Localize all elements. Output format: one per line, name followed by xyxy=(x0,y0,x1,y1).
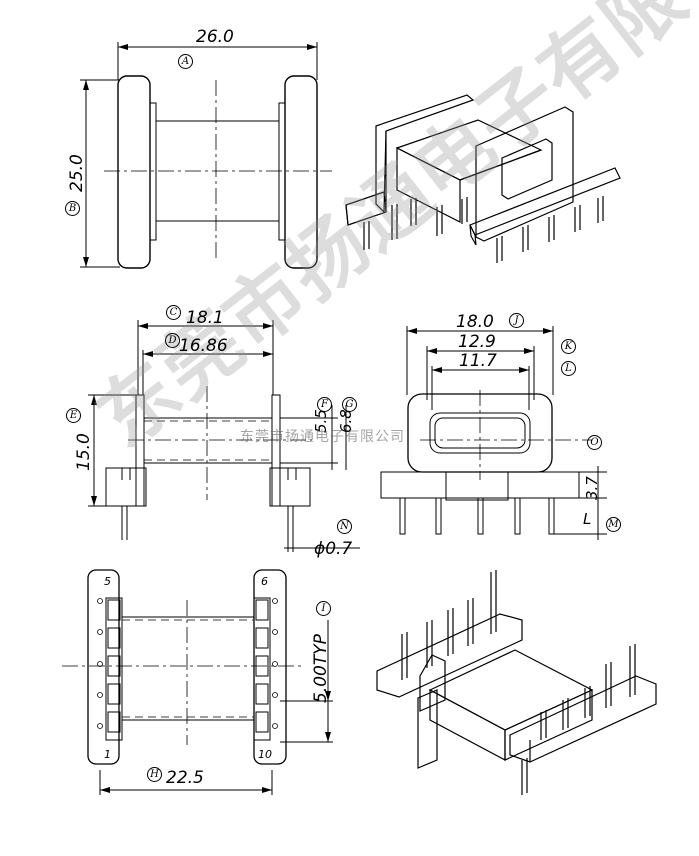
marker-j: J xyxy=(509,313,524,328)
dim-e-value: 15.0 xyxy=(74,433,94,471)
dim-pitch-value: 5.00TYP xyxy=(311,634,331,703)
marker-i: I xyxy=(316,601,331,616)
marker-n: N xyxy=(337,519,352,534)
marker-l: L xyxy=(561,361,576,376)
dim-3-7-value: 3.7 xyxy=(583,476,601,500)
marker-k: K xyxy=(561,339,576,354)
dim-11-value: 11.7 xyxy=(459,351,497,371)
marker-m: M xyxy=(606,517,621,532)
dim-g-value: 6.8 xyxy=(337,409,355,433)
marker-h: H xyxy=(147,767,162,782)
bottom-view xyxy=(62,569,333,795)
iso-view-top xyxy=(345,94,621,263)
pin-label-6: 6 xyxy=(261,575,268,588)
marker-d: D xyxy=(165,333,180,348)
marker-f: F xyxy=(317,397,332,412)
dim-f-value: 5.5 xyxy=(312,409,330,433)
pin-label-5: 5 xyxy=(104,575,111,588)
dim-c-value: 18.1 xyxy=(186,308,224,328)
marker-g: G xyxy=(342,397,357,412)
end-view xyxy=(380,326,607,540)
marker-o: O xyxy=(587,435,602,450)
dim-18-value: 18.0 xyxy=(456,312,494,332)
iso-view-bottom xyxy=(376,570,657,795)
dim-pin-diameter: ϕ0.7 xyxy=(314,539,353,559)
side-view xyxy=(88,320,360,552)
marker-b: B xyxy=(65,201,80,216)
dim-12-value: 12.9 xyxy=(458,332,496,352)
front-view xyxy=(80,42,332,269)
dim-h-value: 22.5 xyxy=(166,768,204,788)
dim-m-value: L xyxy=(583,510,592,528)
dim-a-value: 26.0 xyxy=(196,27,234,47)
dim-b-value: 25.0 xyxy=(67,154,87,192)
marker-e: E xyxy=(66,408,81,423)
pin-label-10: 10 xyxy=(258,748,272,761)
marker-a: A xyxy=(178,54,193,69)
dim-d-value: 16.86 xyxy=(179,336,228,356)
pin-label-1: 1 xyxy=(104,748,111,761)
watermark-small: 东莞市扬通电子有限公司 xyxy=(240,429,405,445)
marker-c: C xyxy=(166,305,181,320)
